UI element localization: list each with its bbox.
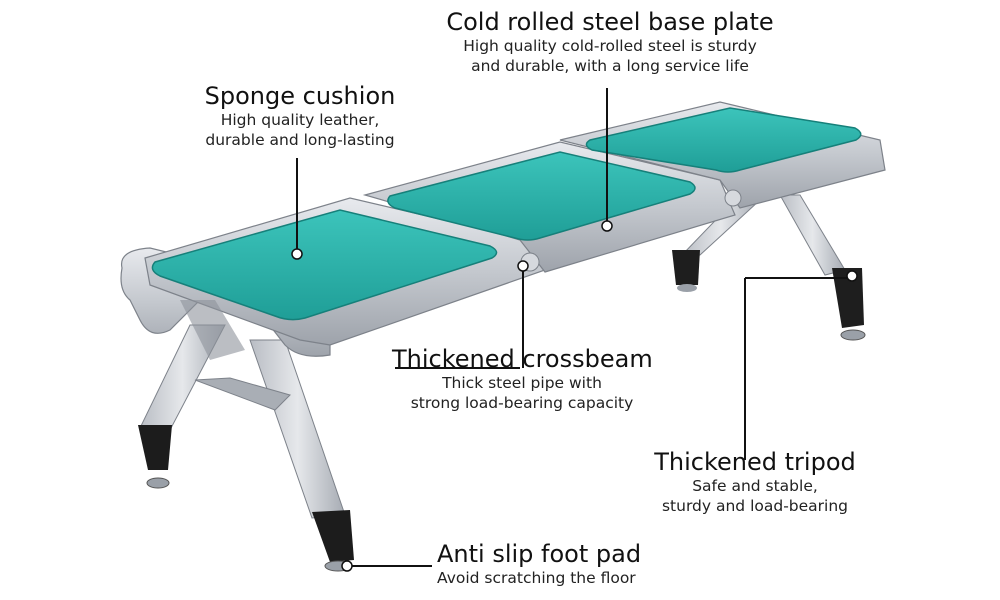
callout-title: Thickened tripod — [654, 448, 856, 476]
cushion-3 — [585, 107, 862, 173]
leader-lines — [296, 88, 852, 567]
callout-desc: and durable, with a long service life — [471, 57, 749, 75]
marker-base-plate — [601, 220, 613, 232]
callout-desc: Avoid scratching the floor — [437, 569, 636, 587]
callout-tripod: Thickened tripod Safe and stable, sturdy… — [640, 448, 870, 516]
callout-desc: Thick steel pipe with — [442, 374, 602, 392]
callout-title: Anti slip foot pad — [437, 540, 642, 568]
front-tripod — [138, 324, 354, 572]
callout-crossbeam: Thickened crossbeam Thick steel pipe wit… — [392, 345, 653, 413]
callout-desc: High quality cold-rolled steel is sturdy — [463, 37, 757, 55]
callout-desc: durable and long-lasting — [205, 131, 395, 149]
callout-desc: sturdy and load-bearing — [661, 497, 849, 515]
callout-desc: strong load-bearing capacity — [410, 394, 634, 412]
callout-base-plate: Cold rolled steel base plate High qualit… — [430, 8, 790, 76]
callout-desc: Safe and stable, — [692, 477, 818, 495]
callout-title: Thickened crossbeam — [392, 345, 653, 373]
marker-tripod — [846, 270, 858, 282]
rear-tripod — [672, 194, 866, 341]
marker-crossbeam — [517, 260, 529, 272]
seat-cushions — [151, 107, 862, 321]
marker-dots — [291, 220, 858, 572]
callout-foot-pad: Anti slip foot pad Avoid scratching the … — [437, 540, 697, 588]
callout-desc: High quality leather, — [220, 111, 380, 129]
cushion-2 — [387, 151, 696, 241]
marker-cushion — [291, 248, 303, 260]
callout-cushion: Sponge cushion High quality leather, dur… — [180, 82, 420, 150]
cushion-1 — [151, 209, 498, 321]
callout-title: Sponge cushion — [204, 82, 396, 110]
callout-title: Cold rolled steel base plate — [446, 8, 774, 36]
marker-foot-pad — [341, 560, 353, 572]
